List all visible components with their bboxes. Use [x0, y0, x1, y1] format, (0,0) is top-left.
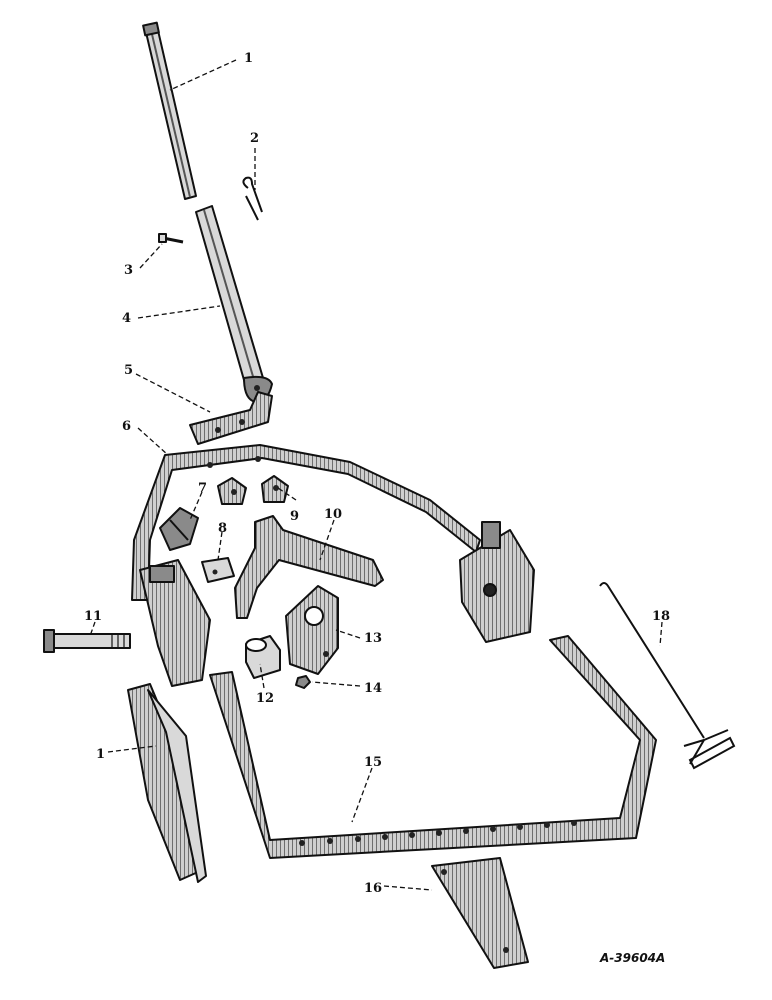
callout-16: 16 [364, 881, 382, 896]
part-5-bracket [189, 391, 273, 445]
callout-13: 13 [364, 631, 382, 646]
part-11-bolt [43, 629, 131, 653]
part-18-t-handle [599, 582, 736, 770]
part-1-lower-bar [127, 683, 207, 883]
callout-15: 15 [364, 755, 382, 770]
figure-reference-code: A-39604A [599, 951, 665, 965]
callout-18: 18 [652, 609, 670, 624]
callout-10: 10 [324, 507, 342, 522]
leader-lines [89, 59, 663, 891]
callout-4: 4 [122, 311, 131, 326]
callout-9: 9 [290, 509, 299, 524]
part-9-brackets [217, 475, 289, 505]
part-15-lower-frame [209, 635, 657, 859]
part-8-plate [201, 557, 235, 583]
part-1-rod [142, 21, 197, 200]
callout-12: 12 [256, 691, 274, 706]
part-6-frame [131, 444, 535, 687]
callout-7: 7 [198, 481, 207, 496]
part-3-pin [158, 233, 184, 244]
callout-3: 3 [124, 263, 133, 278]
part-16-plate [431, 857, 529, 969]
part-13-casting [285, 585, 339, 675]
part-10-arm [234, 515, 384, 619]
callout-labels: 1 2 3 4 5 6 7 8 9 10 11 12 13 14 15 16 1… [84, 51, 670, 896]
callout-1-lower: 1 [96, 747, 105, 762]
part-12-bushing [245, 635, 281, 679]
callout-8: 8 [218, 521, 227, 536]
part-14-nut [295, 675, 311, 689]
callout-14: 14 [364, 681, 382, 696]
callout-6: 6 [122, 419, 131, 434]
callout-11: 11 [84, 609, 102, 624]
part-4-link [195, 205, 273, 403]
part-2-cotter-pin [242, 176, 263, 221]
callout-2: 2 [250, 131, 259, 146]
callout-1: 1 [244, 51, 253, 66]
part-7-clip [159, 507, 199, 551]
callout-5: 5 [124, 363, 133, 378]
